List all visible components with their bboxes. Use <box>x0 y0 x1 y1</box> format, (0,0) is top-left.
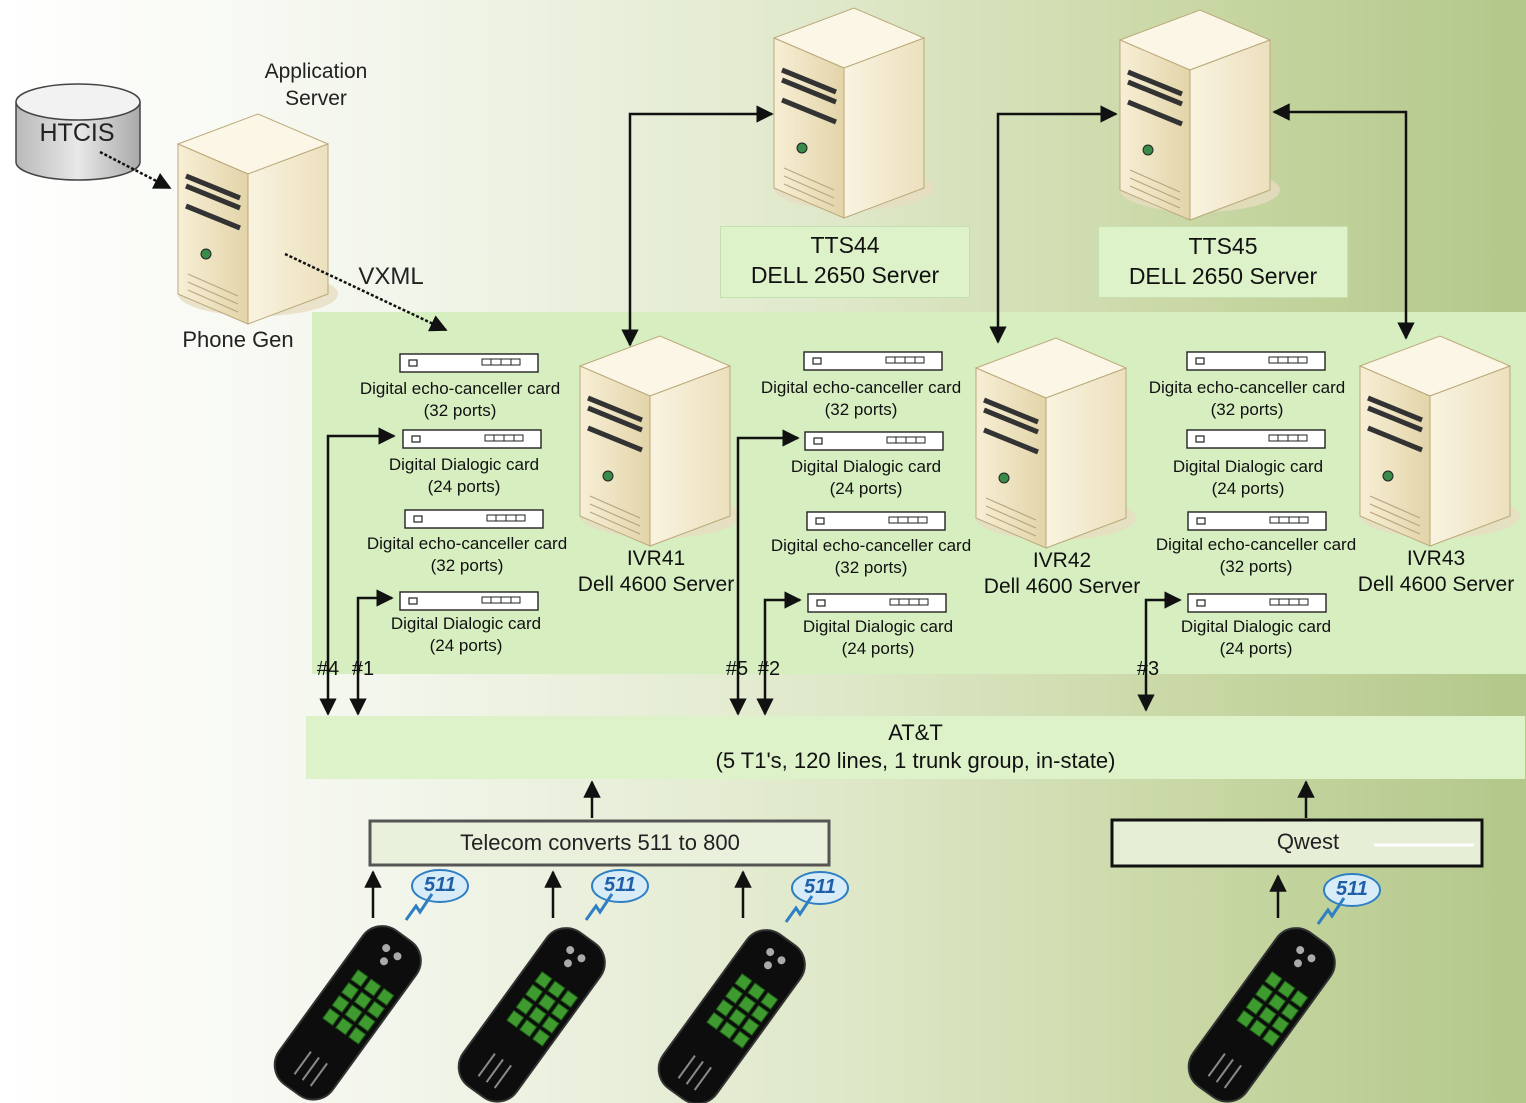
card-name: Digital echo-canceller card <box>1155 535 1357 554</box>
card-label: Digital echo-canceller card (32 ports) <box>1145 534 1367 578</box>
app-server-title-line1: Application <box>264 60 368 83</box>
trunk-label: #5 <box>725 658 749 680</box>
badge-511-text: 511 <box>1336 878 1368 900</box>
card-ports: (24 ports) <box>1211 479 1285 498</box>
ivr43-label: IVR43 Dell 4600 Server <box>1346 546 1526 598</box>
card-label: Digital Dialogic card (24 ports) <box>776 456 956 500</box>
trunk-label: #1 <box>351 658 375 680</box>
tts45-server-icon <box>1120 10 1280 220</box>
telecom-label: Telecom converts 511 to 800 <box>460 830 740 855</box>
dialogic-card-icon <box>1186 429 1326 449</box>
qwest-box <box>1110 818 1484 868</box>
ivr43-model: Dell 4600 Server <box>1357 573 1515 596</box>
dialogic-card-icon <box>402 429 542 449</box>
dialogic-card-icon <box>804 431 944 451</box>
echo-canceller-card-icon <box>404 509 544 529</box>
ivr43-name: IVR43 <box>1406 547 1466 570</box>
trunk-label: #3 <box>1136 658 1160 680</box>
card-label: Digita echo-canceller card (32 ports) <box>1136 377 1358 421</box>
ivr41-label: IVR41 Dell 4600 Server <box>560 546 752 598</box>
card-ports: (24 ports) <box>1219 639 1293 658</box>
echo-canceller-card-icon <box>806 511 946 531</box>
mobile-phone-icon <box>648 919 816 1103</box>
echo-canceller-card-icon <box>1186 351 1326 371</box>
card-ports: (32 ports) <box>834 558 908 577</box>
card-ports: (24 ports) <box>429 636 503 655</box>
tts44-server-icon <box>774 8 934 218</box>
ivr43-server-icon <box>1360 336 1520 546</box>
card-name: Digital Dialogic card <box>1172 457 1324 476</box>
htcis-label: HTCIS <box>39 119 115 147</box>
connector-lines <box>99 103 1415 918</box>
card-ports: (32 ports) <box>1210 400 1284 419</box>
ivr42-name: IVR42 <box>1032 549 1092 572</box>
card-label: Digital Dialogic card (24 ports) <box>788 616 968 660</box>
card-label: Digital Dialogic card (24 ports) <box>1158 456 1338 500</box>
card-label: Digital echo-canceller card (32 ports) <box>750 377 972 421</box>
card-ports: (32 ports) <box>824 400 898 419</box>
ivr42-model: Dell 4600 Server <box>983 575 1141 598</box>
card-name: Digita echo-canceller card <box>1148 378 1346 397</box>
ivr41-name: IVR41 <box>626 547 686 570</box>
tts44-model: DELL 2650 Server <box>750 262 940 288</box>
mobile-phone-icon <box>264 915 432 1103</box>
echo-canceller-card-icon <box>1187 511 1327 531</box>
tts44-name: TTS44 <box>810 232 880 258</box>
ivr42-label: IVR42 Dell 4600 Server <box>964 548 1160 600</box>
card-label: Digital echo-canceller card (32 ports) <box>760 535 982 579</box>
app-server-title: Application Server <box>236 58 396 112</box>
ivr41-server-icon <box>580 336 740 546</box>
mobile-phone-icon <box>1178 917 1346 1103</box>
att-carrier-box: AT&T (5 T1's, 120 lines, 1 trunk group, … <box>306 716 1525 779</box>
card-name: Digital echo-canceller card <box>760 378 962 397</box>
echo-canceller-card-icon <box>399 353 539 373</box>
card-ports: (24 ports) <box>829 479 903 498</box>
app-server-icon <box>178 114 338 324</box>
card-label: Digital Dialogic card (24 ports) <box>376 613 556 657</box>
att-details: (5 T1's, 120 lines, 1 trunk group, in-st… <box>715 748 1116 773</box>
badge-511-text: 511 <box>604 874 636 896</box>
card-name: Digital Dialogic card <box>390 614 542 633</box>
badge-511-text: 511 <box>804 876 836 898</box>
card-label: Digital Dialogic card (24 ports) <box>374 454 554 498</box>
ivr41-model: Dell 4600 Server <box>577 573 735 596</box>
card-name: Digital Dialogic card <box>388 455 540 474</box>
telecom-box <box>368 819 831 867</box>
echo-canceller-card-icon <box>803 351 943 371</box>
card-ports: (32 ports) <box>1219 557 1293 576</box>
phone-gen-label: Phone Gen <box>182 327 294 352</box>
ivr42-server-icon <box>976 338 1136 548</box>
htcis-database-icon <box>15 83 141 181</box>
badge-511-text: 511 <box>424 874 456 896</box>
att-name: AT&T <box>888 720 943 745</box>
qwest-label: Qwest <box>1276 829 1340 854</box>
card-name: Digital echo-canceller card <box>366 534 568 553</box>
dialogic-card-icon <box>399 591 539 611</box>
card-name: Digital echo-canceller card <box>359 379 561 398</box>
mobile-phone-icon <box>448 917 616 1103</box>
trunk-label: #4 <box>316 658 340 680</box>
card-name: Digital Dialogic card <box>1180 617 1332 636</box>
app-server-title-line2: Server <box>285 87 347 110</box>
trunk-label: #2 <box>757 658 781 680</box>
tts45-name: TTS45 <box>1188 233 1258 259</box>
card-label: Digital Dialogic card (24 ports) <box>1166 616 1346 660</box>
card-ports: (24 ports) <box>841 639 915 658</box>
card-label: Digital echo-canceller card (32 ports) <box>356 533 578 577</box>
dialogic-card-icon <box>1187 593 1327 613</box>
vxml-label: VXML <box>358 263 424 290</box>
card-ports: (24 ports) <box>427 477 501 496</box>
card-ports: (32 ports) <box>423 401 497 420</box>
card-ports: (32 ports) <box>430 556 504 575</box>
card-name: Digital Dialogic card <box>802 617 954 636</box>
card-name: Digital Dialogic card <box>790 457 942 476</box>
card-name: Digital echo-canceller card <box>770 536 972 555</box>
card-label: Digital echo-canceller card (32 ports) <box>350 378 570 422</box>
dialogic-card-icon <box>807 593 947 613</box>
